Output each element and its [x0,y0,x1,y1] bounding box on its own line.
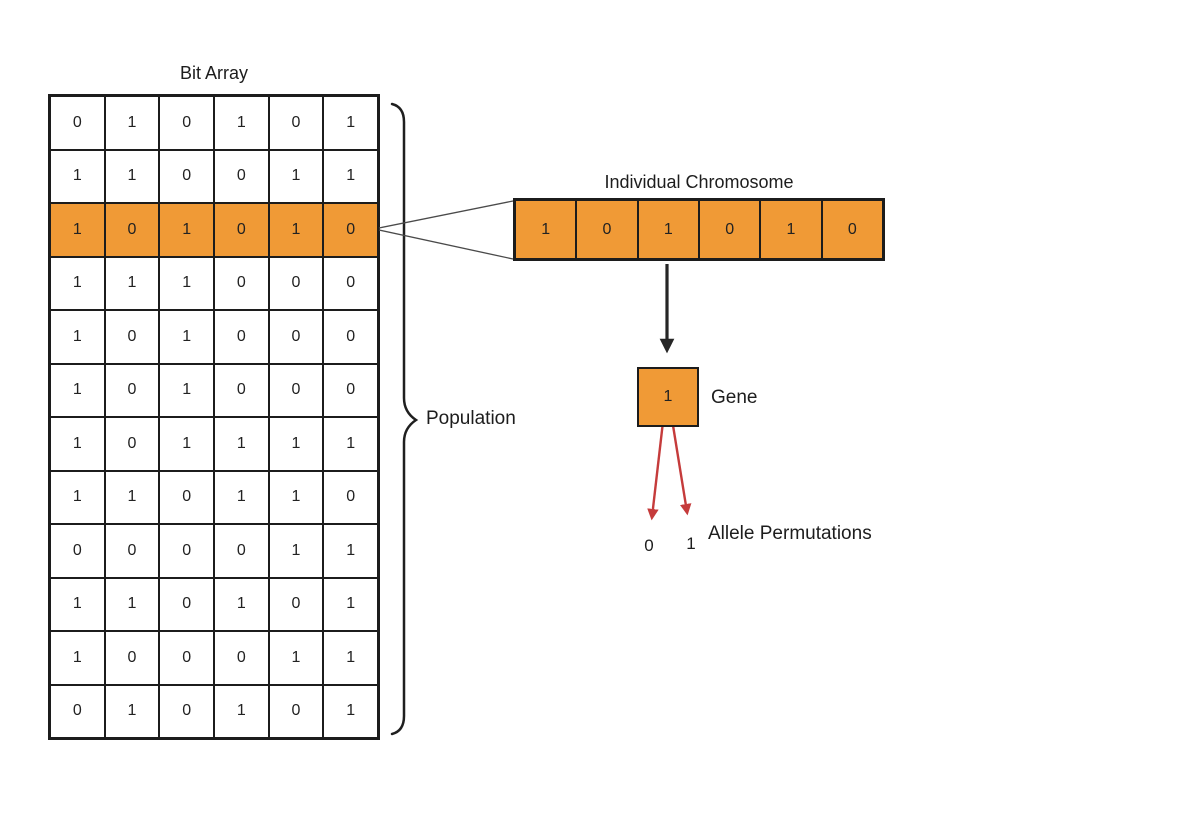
bit-cell: 1 [268,417,324,471]
bit-cell: 0 [159,631,214,685]
bit-cell: 0 [323,310,378,364]
gene-label: Gene [711,387,758,408]
bit-cell: 1 [50,417,105,471]
bit-cell: 0 [159,149,214,203]
bit-cell: 0 [50,96,105,150]
chromosome-cell: 0 [576,200,638,259]
zoom-connector-bottom-line [378,229,514,260]
bit-cell: 1 [323,631,378,685]
bit-cell: 1 [323,96,378,150]
bit-cell: 1 [50,149,105,203]
bit-cell: 0 [50,684,105,738]
bit-cell: 1 [50,256,105,310]
bit-cell: 0 [268,577,324,631]
bit-cell: 0 [323,203,378,257]
bit-cell: 1 [50,310,105,364]
bit-cell: 1 [268,631,324,685]
bit-cell: 0 [159,577,214,631]
bit-cell: 0 [214,256,269,310]
bit-cell: 1 [323,417,378,471]
bit-cell: 0 [159,684,214,738]
bit-cell: 1 [214,577,269,631]
bit-cell: 1 [104,577,160,631]
bit-array-title: Bit Array [179,63,249,83]
bit-cell: 0 [214,524,269,578]
bit-cell: 1 [50,577,105,631]
bit-cell: 0 [268,363,324,417]
bit-cell: 0 [323,470,378,524]
chromosome-title: Individual Chromosome [604,172,794,192]
bit-cell: 1 [268,149,324,203]
allele-permutations-label: Allele Permutations [708,523,872,544]
bit-cell: 0 [159,96,214,150]
bit-cell: 1 [104,470,160,524]
bit-cell: 1 [214,684,269,738]
gene-value: 1 [663,388,673,405]
bit-cell: 0 [104,363,160,417]
chromosome-cell: 1 [637,200,699,259]
bit-cell: 0 [214,203,269,257]
bit-cell: 1 [159,363,214,417]
bit-cell: 0 [268,684,324,738]
bit-cell: 1 [214,470,269,524]
bit-cell: 1 [214,417,269,471]
bit-cell: 1 [323,524,378,578]
bit-cell: 1 [214,96,269,150]
chromosome-cell: 0 [821,200,883,259]
bit-cell: 1 [104,149,160,203]
bit-cell: 0 [214,149,269,203]
bit-cell: 1 [159,417,214,471]
bit-cell: 0 [104,203,160,257]
bit-cell: 1 [50,203,105,257]
bit-cell: 0 [159,524,214,578]
bit-cell: 0 [104,631,160,685]
bit-cell: 0 [268,256,324,310]
bit-cell: 0 [50,524,105,578]
bit-cell: 1 [50,470,105,524]
allele-arrow-right [669,412,692,516]
bit-cell: 0 [104,524,160,578]
bit-cell: 1 [268,470,324,524]
chromosome-cell: 1 [515,200,577,259]
bit-cell: 1 [323,149,378,203]
bit-cell: 1 [50,631,105,685]
bit-cell: 0 [214,631,269,685]
bit-cell: 1 [159,310,214,364]
bit-cell: 1 [50,363,105,417]
bit-cell: 1 [268,203,324,257]
chromosome-cell: 0 [698,200,761,259]
chromosome-cell: 1 [760,200,822,259]
bit-cell: 0 [214,310,269,364]
bit-cell: 0 [104,417,160,471]
bit-cell: 1 [104,256,160,310]
allele-value-0: 0 [644,536,654,555]
bit-cell: 0 [159,470,214,524]
allele-value-1: 1 [686,534,696,553]
population-brace [390,102,419,736]
zoom-connector-top-line [378,200,514,229]
bit-cell: 1 [104,96,160,150]
gene-box: 1 [637,367,699,427]
bit-cell: 0 [268,310,324,364]
bit-cell: 0 [323,256,378,310]
bit-cell: 1 [323,577,378,631]
bit-cell: 0 [104,310,160,364]
bit-cell: 0 [268,96,324,150]
bit-cell: 1 [159,203,214,257]
bit-cell: 1 [268,524,324,578]
bit-cell: 0 [214,363,269,417]
bit-cell: 0 [323,363,378,417]
allele-arrow-left [647,412,666,521]
population-label: Population [426,408,516,429]
bit-cell: 1 [323,684,378,738]
bit-cell: 1 [159,256,214,310]
bit-cell: 1 [104,684,160,738]
